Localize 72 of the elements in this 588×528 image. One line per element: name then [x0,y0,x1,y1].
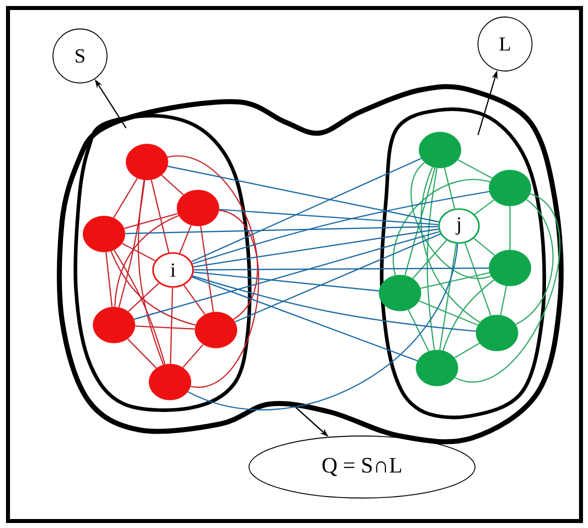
graph-edge [420,272,490,289]
graph-edge [192,190,490,264]
region-outline [74,114,252,412]
graph-edge [219,208,438,226]
graph-edge [127,338,157,369]
graph-edge [110,250,196,326]
graph-edge [439,244,457,350]
graph-node [418,132,462,168]
graph-edge [194,272,379,292]
graph-node [194,312,238,348]
region-outline [56,84,564,444]
graph-edge [188,244,458,410]
graph-edge [114,215,179,307]
graph-node [378,274,422,312]
graph-edge [124,213,178,229]
graph-edge [179,224,192,254]
graph-edge [420,166,480,323]
graph-edge [404,168,436,276]
graph-edge [192,275,476,332]
graph-edge [150,180,170,253]
graph-edge [168,166,439,222]
graph-edge [194,268,489,270]
graph-node [126,144,168,180]
graph-node [476,314,518,352]
graph-edge [167,156,258,320]
graph-edge [454,193,560,383]
graph-edge [128,282,160,312]
graph-edge [191,158,422,262]
graph-edge [170,288,174,364]
graph-edge [458,159,492,179]
graph-edge [134,231,440,320]
graph-edge [500,286,507,316]
graph-node [92,306,136,344]
graph-node [488,170,532,206]
graph-edge [125,226,438,234]
graph-edge [410,162,492,280]
graph-edge [192,276,418,362]
graph-edge [408,310,430,352]
graph-node: j [438,208,480,244]
graph-edge [444,168,456,209]
graph-node [176,190,220,226]
graph-node: i [152,252,194,288]
graph-edge [193,228,439,268]
graph-edge [234,233,441,322]
graph-edge [183,284,206,315]
graph-edge [426,168,438,350]
graph-node [82,216,126,252]
graph-edge [464,242,492,316]
graph-edge [392,179,490,276]
graph-node [488,250,532,286]
graph-edge [474,238,496,256]
graph-edge [105,252,113,307]
graph-edge [135,325,195,330]
graph-edge [509,206,511,250]
graph-edge [454,342,480,358]
region-outline [380,107,546,420]
graph-edge [418,300,478,326]
graph-edge [182,344,204,368]
graph-node [416,350,458,386]
graph-edge [474,199,494,215]
graph-edge [515,199,554,325]
graph-edge [118,180,146,308]
graph-edge [412,240,447,279]
graph-edge [161,174,184,196]
graph-edge [200,226,214,312]
graph-edge [114,250,166,364]
graph-edge [122,242,156,262]
graph-node [148,364,192,400]
graph-edge [138,180,164,365]
graph-edge [113,178,138,218]
graph-edge [442,280,494,351]
graph-edge [190,210,260,388]
